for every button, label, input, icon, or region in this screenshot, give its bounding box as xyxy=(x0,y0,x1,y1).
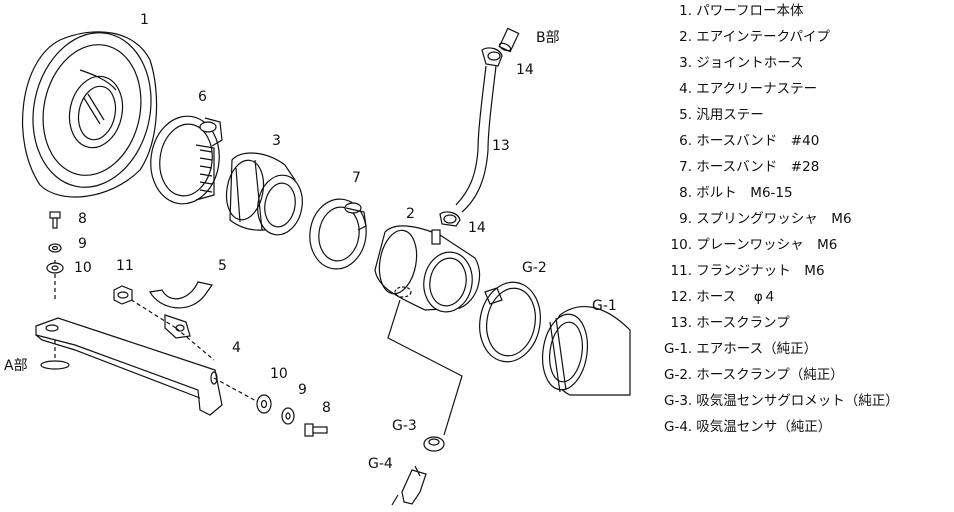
callout-g4: G-4 xyxy=(368,456,393,472)
callout-2: 2 xyxy=(406,206,415,222)
callout-5: 5 xyxy=(218,258,227,274)
callout-g3: G-3 xyxy=(392,418,417,434)
callout-13: 13 xyxy=(492,138,510,154)
legend-item: G-2. ホースクランプ（純正） xyxy=(664,367,844,383)
part-air-intake-pipe xyxy=(374,225,481,436)
part-stock-air-hose xyxy=(541,306,631,396)
callout-1: 1 xyxy=(140,12,149,28)
part-flange-nut xyxy=(113,285,133,305)
legend-item: 1. パワーフロー本体 xyxy=(679,3,804,19)
callout-14-bottom: 14 xyxy=(468,220,486,236)
callout-part-b: B部 xyxy=(536,30,560,46)
callout-11: 11 xyxy=(116,258,134,274)
callout-8-right: 8 xyxy=(322,400,331,416)
part-joint-hose xyxy=(225,152,303,236)
legend-item: 13. ホースクランプ xyxy=(670,315,790,331)
callout-10-right: 10 xyxy=(270,366,288,382)
legend-item: 2. エアインテークパイプ xyxy=(679,29,830,45)
legend-item: 3. ジョイントホース xyxy=(679,55,804,71)
part-bolt-right xyxy=(304,423,328,437)
callout-8-top: 8 xyxy=(78,211,87,227)
part-power-flow-body xyxy=(22,31,158,198)
legend-item: 8. ボルト M6-15 xyxy=(679,185,793,201)
callout-3: 3 xyxy=(272,133,281,149)
part-stock-hose-clamp xyxy=(479,281,541,363)
callout-g2: G-2 xyxy=(522,260,547,276)
legend-item: 9. スプリングワッシャ M6 xyxy=(679,211,852,227)
part-universal-stay xyxy=(124,281,215,361)
callout-6: 6 xyxy=(198,89,207,105)
callout-10-top: 10 xyxy=(74,260,92,276)
part-air-cleaner-stay xyxy=(35,260,259,416)
callout-g1: G-1 xyxy=(592,298,617,314)
part-plain-washer-right xyxy=(256,394,272,414)
legend-item: 11. フランジナット M6 xyxy=(670,263,825,279)
part-hose-band-28 xyxy=(309,198,367,270)
part-spring-washer-right xyxy=(281,407,295,425)
legend-item: 4. エアクリーナステー xyxy=(679,81,818,97)
part-intake-temp-sensor xyxy=(391,465,427,506)
part-hose-clamp-bottom xyxy=(439,211,461,227)
part-sensor-grommet xyxy=(423,436,445,452)
part-hose-clamp-top xyxy=(481,47,503,67)
callout-9-right: 9 xyxy=(298,382,307,398)
callout-9-top: 9 xyxy=(78,236,87,252)
callout-part-a: A部 xyxy=(4,358,28,374)
part-hose-band-40 xyxy=(150,115,223,205)
callout-4: 4 xyxy=(232,340,241,356)
legend-item: 10. プレーンワッシャ M6 xyxy=(670,237,838,253)
legend-item: 12. ホース φ４ xyxy=(670,289,777,305)
part-hose-phi4 xyxy=(455,27,520,213)
legend-item: G-4. 吸気温センサ（純正） xyxy=(664,419,832,435)
part-bolt-top xyxy=(49,211,61,229)
callout-7: 7 xyxy=(352,170,361,186)
part-spring-washer-top xyxy=(48,243,62,253)
legend-item: 7. ホースバンド #28 xyxy=(679,159,820,175)
legend-item: 6. ホースバンド #40 xyxy=(679,133,820,149)
part-plain-washer-top xyxy=(46,262,64,274)
legend-item: 5. 汎用ステー xyxy=(679,107,764,123)
legend-item: G-3. 吸気温センサグロメット（純正） xyxy=(664,393,899,409)
callout-14-top: 14 xyxy=(516,62,534,78)
legend-item: G-1. エアホース（純正） xyxy=(664,341,818,357)
